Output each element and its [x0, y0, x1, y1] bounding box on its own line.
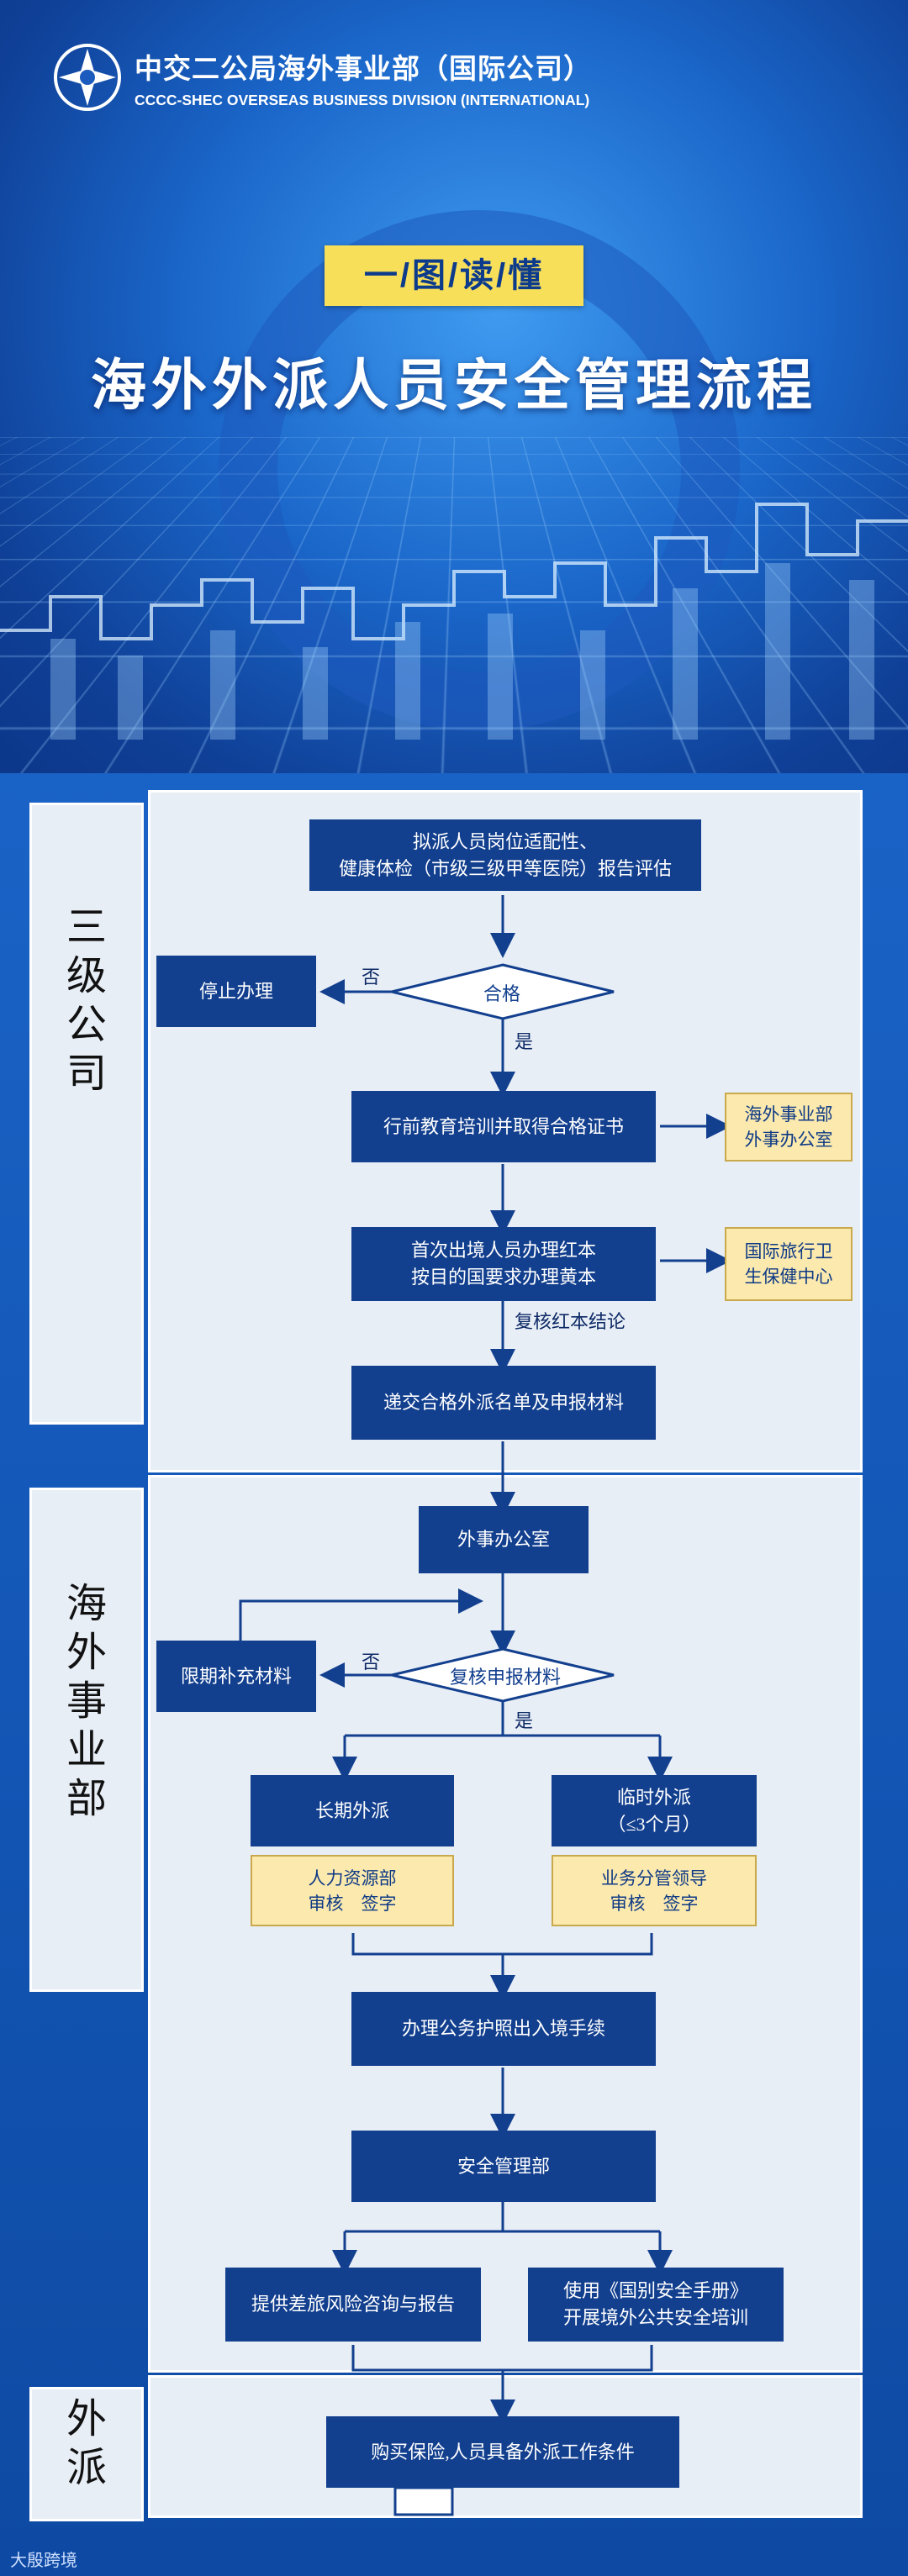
no-label-2: 否: [362, 1651, 381, 1673]
redbook-text-line1: 首次出境人员办理红本: [410, 1240, 596, 1261]
review-decision: 复核申报材料: [450, 1667, 562, 1688]
long-term-box: 长期外派: [251, 1775, 454, 1846]
brand-name-cn: 中交二公局海外事业部（国际公司）: [135, 52, 592, 84]
fao-text-line2: 外事办公室: [744, 1130, 833, 1150]
stop-box: 停止办理: [156, 956, 316, 1027]
supplement-box: 限期补充材料: [156, 1641, 316, 1712]
assess-box: 拟派人员岗位适配性、健康体检（市级三级甲等医院）报告评估: [309, 819, 701, 891]
risk-report-box: 提供差旅风险咨询与报告: [225, 2268, 481, 2342]
training-box: 行前教育培训并取得合格证书: [351, 1091, 656, 1162]
brand-header: 中交二公局海外事业部（国际公司） CCCC-SHEC OVERSEAS BUSI…: [52, 42, 592, 113]
leader-text-line1: 业务分管领导: [601, 1867, 707, 1889]
hero-banner: 中交二公局海外事业部（国际公司） CCCC-SHEC OVERSEAS BUSI…: [0, 0, 908, 773]
insurance-box: 购买保险,人员具备外派工作条件: [326, 2416, 679, 2488]
section-label-overseas: 海外事业部: [66, 1582, 107, 1821]
fao-box: 外事办公室: [419, 1506, 589, 1573]
qualified-decision: 合格: [483, 983, 521, 1004]
brand-name-en: CCCC-SHEC OVERSEAS BUSINESS DIVISION (IN…: [135, 91, 590, 108]
temporary-text-line1: 临时外派: [616, 1786, 691, 1808]
tagline-badge: 一/图/读/懂: [325, 245, 583, 306]
leader-text-line2: 审核 签字: [610, 1893, 699, 1914]
overseas-label-tab: [29, 1488, 144, 1992]
hr-text-line2: 审核 签字: [308, 1893, 397, 1914]
recheck-redbook-label: 复核红本结论: [515, 1311, 626, 1332]
assess-text-line2: 健康体检（市级三级甲等医院）报告评估: [338, 857, 672, 879]
foreign-affairs-office-box: 海外事业部外事办公室: [725, 1093, 853, 1162]
watermark: 大殷跨境: [10, 2552, 77, 2570]
dispatch-label-tab: [29, 2387, 144, 2521]
manual-text-line1: 使用《国别安全手册》: [562, 2280, 748, 2301]
health-center-box: 国际旅行卫生保健中心: [725, 1227, 853, 1301]
health-text-line2: 生保健中心: [744, 1267, 833, 1287]
temporary-box: 临时外派 （≤3个月）: [552, 1775, 757, 1846]
manual-text-line2: 开展境外公共安全培训: [562, 2307, 748, 2328]
health-text-line1: 国际旅行卫: [744, 1241, 833, 1262]
no-label-1: 否: [362, 967, 381, 988]
redbook-text-line2: 按目的国要求办理黄本: [410, 1267, 596, 1288]
temporary-text-line2: （≤3个月）: [607, 1813, 701, 1835]
hr-box: 人力资源部审核 签字: [251, 1855, 454, 1926]
yes-label-2: 是: [515, 1710, 534, 1731]
fao-text-line1: 海外事业部: [744, 1104, 833, 1125]
level3-label-tab: [29, 803, 144, 1425]
section-label-dispatch: 外派: [66, 2397, 107, 2490]
hr-text-line1: 人力资源部: [308, 1867, 397, 1889]
submit-box: 递交合格外派名单及申报材料: [351, 1366, 656, 1440]
dispatch-panel: [148, 2375, 863, 2518]
assess-text-line1: 拟派人员岗位适配性、: [412, 830, 598, 852]
safety-dept-box: 安全管理部: [351, 2131, 656, 2202]
passport-box: 办理公务护照出入境手续: [351, 1992, 656, 2066]
company-logo-icon: [54, 44, 121, 111]
page-title: 海外外派人员安全管理流程: [91, 354, 817, 416]
redbook-box: 首次出境人员办理红本按目的国要求办理黄本: [351, 1227, 656, 1301]
decorative-bar-chart: [0, 503, 908, 740]
safety-manual-box: 使用《国别安全手册》开展境外公共安全培训: [528, 2268, 784, 2342]
leader-box: 业务分管领导审核 签字: [552, 1855, 757, 1926]
section-label-level3: 三级公司: [66, 905, 107, 1096]
yes-label-1: 是: [515, 1031, 534, 1052]
